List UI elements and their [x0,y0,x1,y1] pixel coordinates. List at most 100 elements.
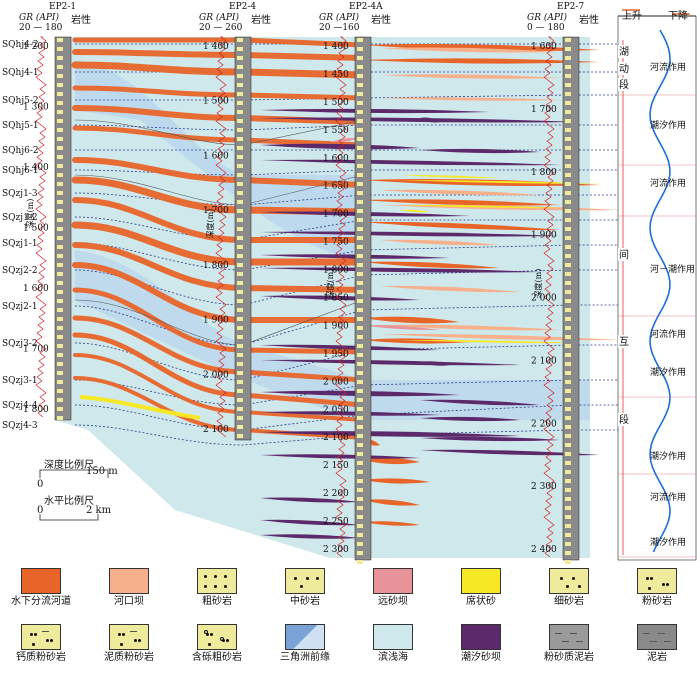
depth-tick: 2 400 [531,545,557,555]
legend-swatch [373,624,413,650]
legend-label: 滨浅海 [378,652,408,663]
lithology-bed [57,344,63,348]
stage-char-bg [618,78,630,91]
depth-tick: 1 600 [203,151,229,161]
lithology-bed [357,434,363,438]
lithology-bed [357,155,363,159]
lithology-bed [565,101,571,105]
depth-tick: 1 550 [323,126,349,136]
lithology-bed [565,137,571,141]
lithology-bed [565,191,571,195]
stage-char: 段 [619,78,629,91]
lithology-bed [237,218,243,222]
legend-swatch [637,624,677,650]
legend-item: 河口坝 [94,568,164,608]
lithology-bed [357,146,363,150]
lithology-bed [57,335,63,339]
lithology-bed [565,173,571,177]
distributary-channel [72,37,366,48]
lithology-bed [57,200,63,204]
lithology-bed [57,83,63,87]
depth-tick: 2 000 [203,370,229,380]
lithology-bed [357,380,363,384]
well-name: EP2-1 [49,2,76,12]
lithology-bed [565,461,571,465]
tidal-sand-bar [260,143,420,150]
sheet-sand [79,395,201,420]
depth-axis-label: 深度(m) [325,269,335,299]
depth-axis-label: 深度(m) [25,199,35,229]
sequence-label: SQzj1-1 [2,239,38,249]
lithology-bed [57,119,63,123]
distributary-channel [363,478,430,484]
lithology-bed [237,200,243,204]
stage-char-bg [618,248,630,261]
lithology-bed [565,209,571,213]
lake-level-panel [617,15,697,561]
stage-char-bg [618,45,630,58]
lithology-bed [237,101,243,105]
lithology-bed [357,506,363,510]
depth-scale-title: 深度比例尺 [44,460,94,471]
lithology-bed [357,182,363,186]
lithology-bed [357,452,363,456]
lithology-bed [357,533,363,537]
lithology-bed [57,371,63,375]
lithology-label: 岩性 [251,13,271,26]
distributary-channel [72,49,366,61]
lithology-bed [237,56,243,60]
lithology-bed [237,119,243,123]
lithology-bed [565,488,571,492]
legend-swatch [197,624,237,650]
legend-swatch [197,568,237,594]
distributary-channel [72,315,366,383]
distributary-channel [72,157,366,188]
tidal-sand-bar [260,295,420,301]
depth-scale-max: 150 m [86,466,118,477]
lithology-bed [565,236,571,240]
sequence-label: SQhj4-2 [2,40,39,50]
lithology-bed [565,470,571,474]
distributary-channel [363,521,420,526]
distributary-channel [363,43,600,52]
legend-label: 水下分流河道 [11,596,71,607]
depth-tick: 1 400 [23,163,49,173]
mouth-bar [380,47,560,53]
lithology-bed [565,65,571,69]
sequence-label: SQhj6-1 [2,166,39,176]
lithology-bed [237,434,243,438]
lithology-bed [237,362,243,366]
sequence-label: SQzj3-2 [2,339,38,349]
lithology-bed [565,146,571,150]
gr-label: GR (API) [199,12,239,23]
lithology-bed [357,416,363,420]
lithology-bed [57,137,63,141]
depth-tick: 1 500 [323,98,349,108]
lithology-bed [357,335,363,339]
depth-tick: 1 400 [323,42,349,52]
legend-swatch [373,568,413,594]
lithology-bed [357,47,363,51]
stage-char-bg [618,62,630,75]
distributary-channel [72,242,366,293]
lithology-bed [565,560,571,564]
sequence-label: SQhj4-1 [2,68,39,78]
gr-range: 20 — 180 [19,23,63,33]
legend-item: 泥岩 [622,624,692,664]
tidal-sand-bar [260,534,360,539]
legend-swatch [285,624,325,650]
lithology-bed [237,245,243,249]
lithology-bed [237,407,243,411]
lithology-bed [237,38,243,42]
distributary-channel [363,261,500,269]
depth-tick: 2 300 [323,545,349,555]
lithology-bed [357,560,363,564]
lithology-bed [357,371,363,375]
lithology-bed [57,245,63,249]
depth-tick: 1 300 [23,103,49,113]
lithology-bed [357,488,363,492]
mouth-bar [380,189,540,196]
lithology-bed [357,245,363,249]
depth-tick: 1 800 [23,405,49,415]
